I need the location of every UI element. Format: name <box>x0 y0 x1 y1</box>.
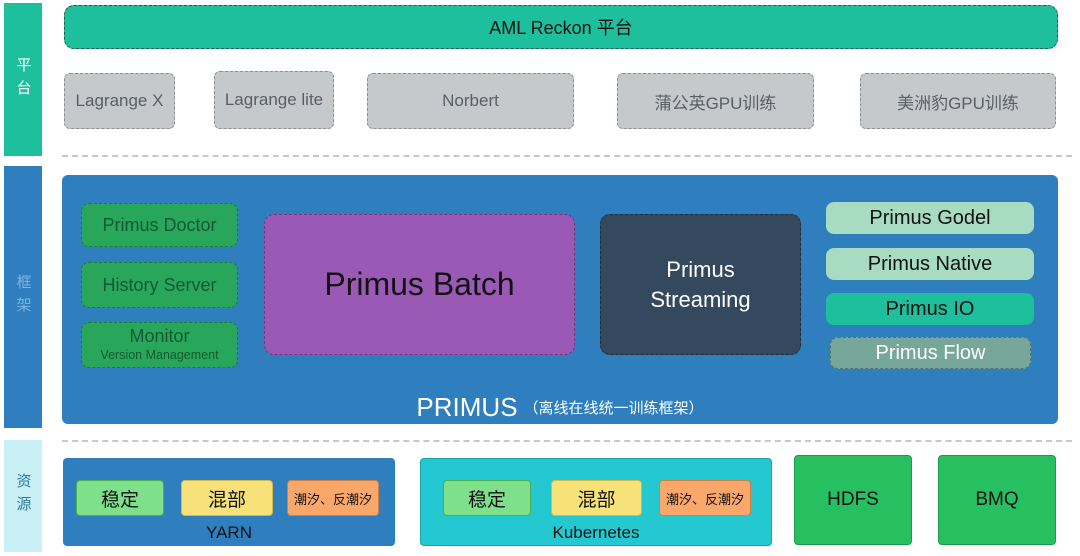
monitor: Monitor Version Management <box>81 322 238 368</box>
platform-item-norbert: Norbert <box>367 73 574 129</box>
primus-streaming: Primus Streaming <box>600 214 801 355</box>
yarn-tide: 潮汐、反潮汐 <box>287 480 379 516</box>
platform-item-lagrange-lite: Lagrange lite <box>214 71 334 129</box>
history-server: History Server <box>81 262 238 308</box>
platform-item-dandelion-gpu: 蒲公英GPU训练 <box>617 73 814 129</box>
kubernetes-stable: 稳定 <box>443 480 531 516</box>
primus-doctor: Primus Doctor <box>81 203 238 247</box>
platform-item-jaguar-gpu: 美洲豹GPU训练 <box>860 73 1056 129</box>
primus-native: Primus Native <box>826 248 1034 280</box>
kubernetes-label: Kubernetes <box>552 523 640 542</box>
divider-framework-resource <box>62 440 1072 442</box>
primus-io: Primus IO <box>826 293 1034 325</box>
bmq: BMQ <box>938 455 1056 545</box>
version-management-label: Version Management <box>100 348 219 362</box>
yarn-mixed: 混部 <box>181 480 273 516</box>
side-label-framework: 框架 <box>4 166 42 428</box>
primus-flow: Primus Flow <box>830 337 1031 369</box>
yarn-stable: 稳定 <box>76 480 164 516</box>
hdfs: HDFS <box>794 455 912 545</box>
primus-godel: Primus Godel <box>826 202 1034 234</box>
primus-title-main: PRIMUS <box>416 391 518 422</box>
kubernetes-mixed: 混部 <box>551 480 642 516</box>
streaming-line2: Streaming <box>650 286 751 312</box>
primus-title: PRIMUS （离线在线统一训练框架） <box>62 392 1058 422</box>
divider-platform-framework <box>62 155 1072 157</box>
aml-reckon-platform: AML Reckon 平台 <box>64 5 1058 49</box>
platform-item-lagrange-x: Lagrange X <box>64 73 175 129</box>
primus-batch: Primus Batch <box>264 214 575 355</box>
monitor-label: Monitor <box>129 326 190 346</box>
kubernetes-tide: 潮汐、反潮汐 <box>659 480 751 516</box>
streaming-line1: Primus <box>666 256 735 282</box>
side-label-platform: 平台 <box>4 3 42 156</box>
yarn-label: YARN <box>206 523 252 542</box>
side-label-resource: 资源 <box>4 440 42 552</box>
primus-title-subtitle: （离线在线统一训练框架） <box>523 399 704 417</box>
